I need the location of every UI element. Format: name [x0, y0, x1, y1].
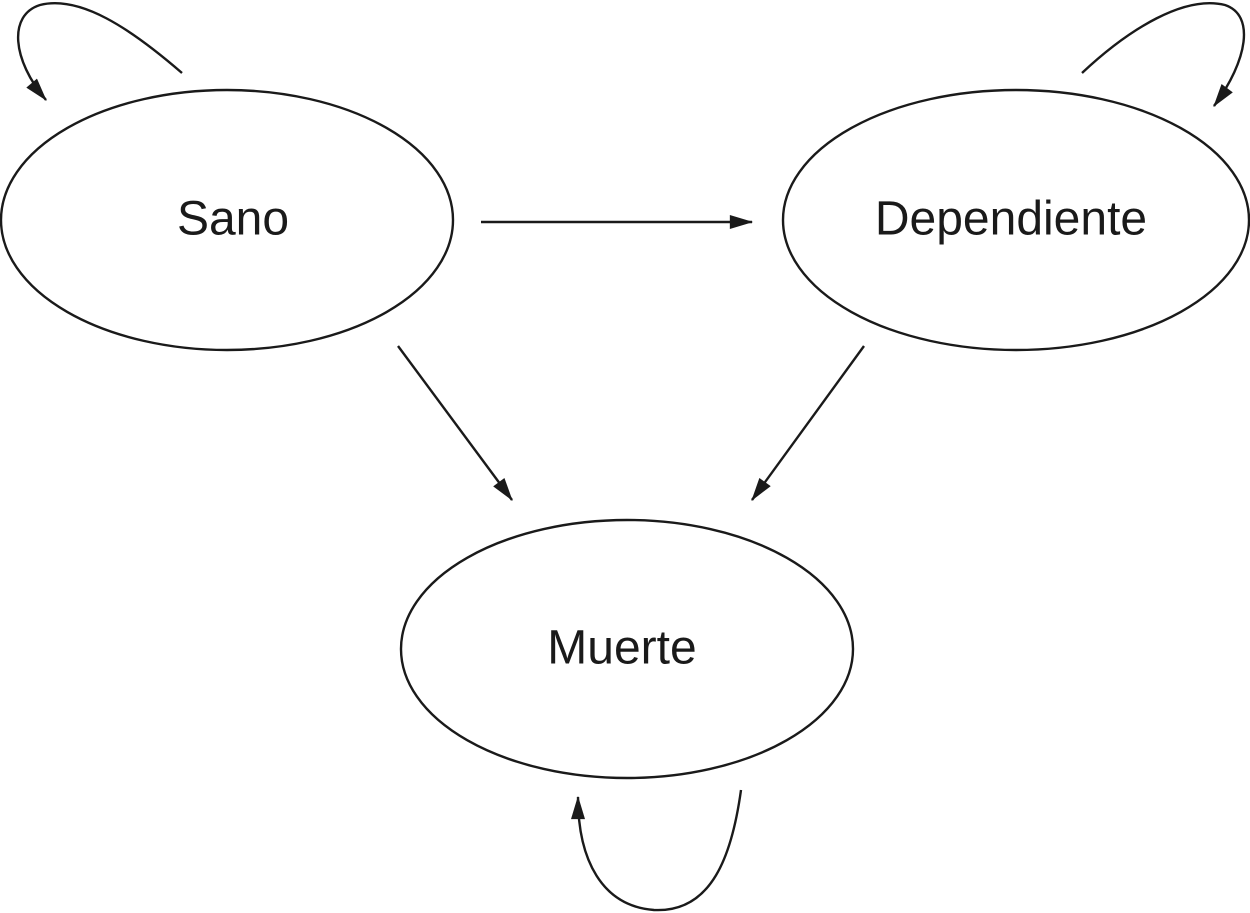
node-dependiente-ellipse	[781, 88, 1250, 352]
edge-sano-to-muerte	[397, 345, 513, 501]
node-muerte-ellipse	[399, 518, 855, 780]
node-muerte-label: Muerte	[547, 622, 696, 675]
node-sano-ellipse	[0, 88, 455, 352]
edge-dependiente-self-loop	[1081, 2, 1246, 107]
edge-muerte-self-loop	[571, 789, 743, 912]
node-muerte: Muerte	[399, 518, 855, 780]
edge-dependiente-to-muerte	[751, 345, 865, 501]
node-dependiente: Dependiente	[781, 88, 1250, 352]
node-dependiente-label: Dependiente	[875, 193, 1147, 246]
node-sano: Sano	[0, 88, 455, 352]
edge-sano-self-loop	[17, 2, 183, 101]
node-sano-label: Sano	[177, 193, 289, 246]
